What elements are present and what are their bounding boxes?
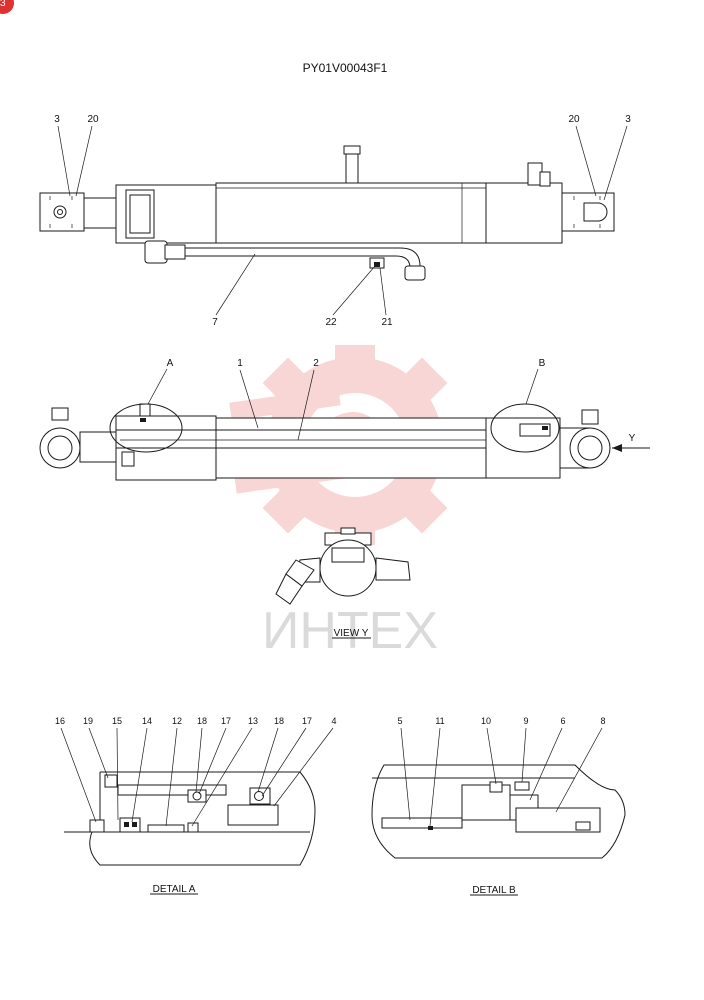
callout-a-2: 19: [83, 716, 93, 726]
callout-top-2: 20: [87, 114, 99, 125]
callout-top-3: 20: [568, 114, 580, 125]
callout-b-3: 10: [481, 716, 491, 726]
callout-a-10: 17: [302, 716, 312, 726]
callout-b-1: 5: [397, 716, 402, 726]
callout-section-1: 1: [237, 358, 243, 369]
callout-a-8: 13: [248, 716, 258, 726]
detail-a-marker: A: [167, 358, 174, 369]
callouts-section: A B 1 2 Y: [147, 358, 636, 444]
callout-b-4: 9: [523, 716, 528, 726]
watermark-text: ИНТЕХ: [262, 602, 438, 660]
corner-badge: 3: [0, 0, 14, 14]
callout-a-6: 18: [197, 716, 207, 726]
callout-a-9: 18: [274, 716, 284, 726]
callout-top-1: 3: [54, 114, 60, 125]
callout-section-2: 2: [313, 358, 319, 369]
cylinder-elevation-view: [39, 145, 615, 281]
callout-a-1: 16: [55, 716, 65, 726]
view-y-label: VIEW Y: [334, 628, 369, 639]
view-y: VIEW Y: [275, 527, 411, 639]
callout-top-6: 22: [325, 317, 337, 328]
cylinder-section-view: [39, 403, 650, 481]
detail-a: DETAIL A: [64, 771, 316, 895]
callouts-detail-a: 16 19 15 14 12 18 17 13 18 17 4: [55, 716, 337, 827]
callout-b-5: 6: [560, 716, 565, 726]
callouts-top: 3 20 20 3 7 22 21: [54, 114, 631, 328]
detail-b-marker: B: [539, 358, 546, 369]
callout-a-5: 12: [172, 716, 182, 726]
detail-a-caption: DETAIL A: [153, 884, 196, 895]
callout-b-6: 8: [600, 716, 605, 726]
callout-a-3: 15: [112, 716, 122, 726]
callout-top-7: 21: [381, 317, 393, 328]
detail-b: DETAIL B: [371, 764, 626, 896]
detail-b-caption: DETAIL B: [472, 885, 516, 896]
callouts-detail-b: 5 11 10 9 6 8: [397, 716, 606, 827]
callout-a-7: 17: [221, 716, 231, 726]
y-arrow-label: Y: [629, 433, 636, 444]
callout-top-5: 7: [212, 317, 218, 328]
callout-b-2: 11: [435, 716, 444, 726]
callout-a-11: 4: [331, 716, 336, 726]
callout-top-4: 3: [625, 114, 631, 125]
drawing-code: PY01V00043F1: [303, 61, 388, 75]
callout-a-4: 14: [142, 716, 152, 726]
corner-badge-text: 3: [0, 0, 6, 9]
